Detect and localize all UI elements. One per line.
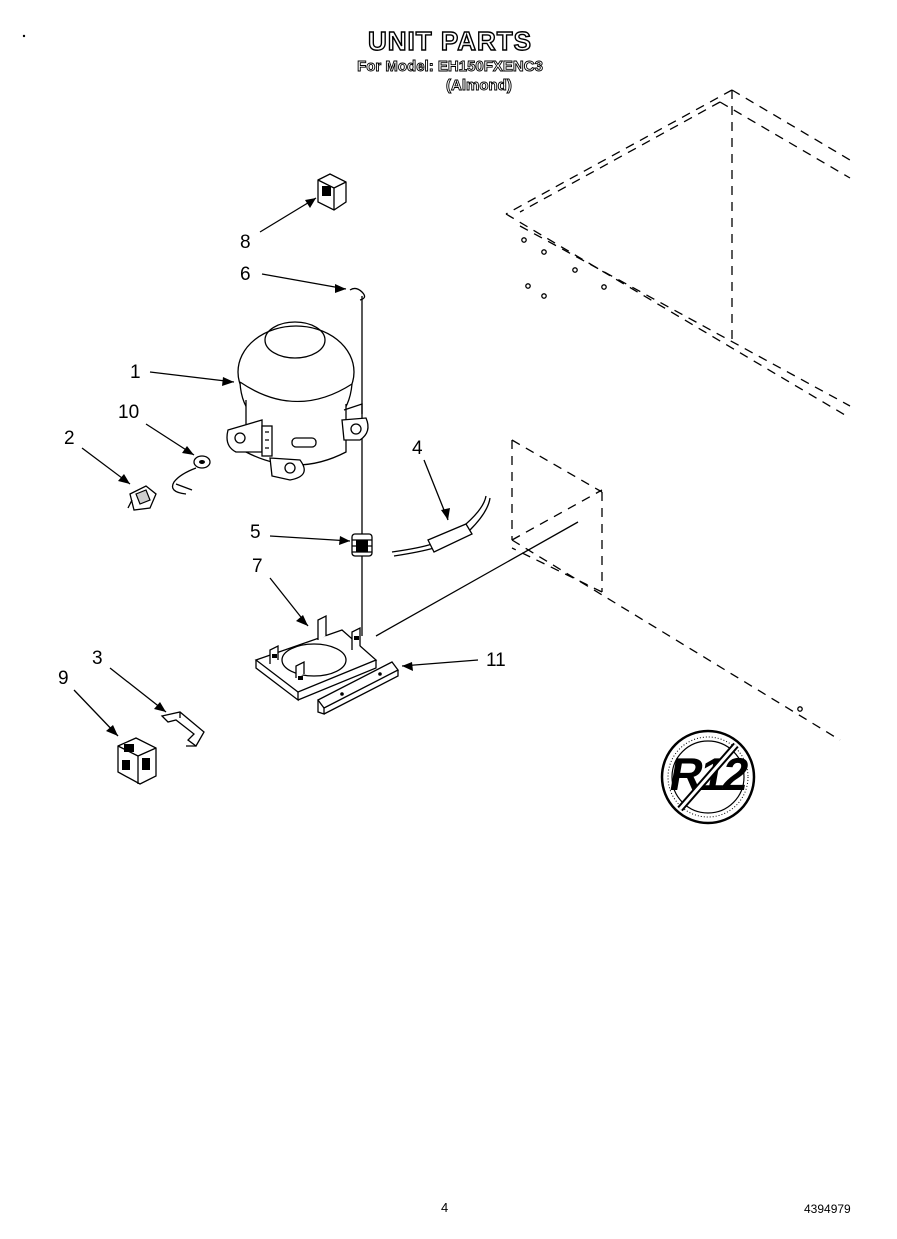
arrow-11: [402, 662, 413, 671]
part-9-relay-cover: [117, 737, 157, 785]
mount-hole: [541, 293, 547, 299]
arrow-4: [441, 508, 450, 520]
page-number: 4: [441, 1200, 449, 1215]
part-4-drier: [391, 495, 491, 557]
arrow-2: [118, 474, 130, 484]
leader-1: [149, 371, 235, 383]
callout-2: 2: [64, 428, 75, 449]
mount-hole: [525, 283, 531, 289]
arrow-5: [339, 536, 350, 545]
leader-3: [109, 667, 167, 713]
part-7-base-plate: [254, 614, 378, 702]
part-11-rail: [317, 661, 399, 715]
leader-8: [259, 197, 317, 233]
part-6-clip: [349, 287, 366, 301]
arrow-3: [154, 702, 166, 712]
r12-label: R12: [665, 748, 751, 800]
arrow-10: [182, 446, 194, 455]
part-10-terminal: [171, 455, 211, 495]
document-number: 4394979: [804, 1202, 851, 1216]
mount-hole: [521, 237, 527, 243]
arrow-9: [106, 725, 118, 736]
callout-3: 3: [92, 648, 103, 669]
mount-hole: [797, 706, 803, 712]
callout-9: 9: [58, 668, 69, 689]
scan-speck: [22, 34, 26, 38]
leader-6: [261, 273, 347, 290]
callout-4: 4: [412, 438, 423, 459]
callout-7: 7: [252, 556, 263, 577]
leader-5: [269, 535, 351, 542]
mount-hole: [572, 267, 578, 273]
callout-6: 6: [240, 264, 251, 285]
part-1-compressor: [226, 321, 369, 481]
callout-8: 8: [240, 232, 251, 253]
arrow-1: [222, 377, 234, 386]
part-5-grommet: [351, 533, 373, 557]
color-line: (Almond): [446, 77, 513, 95]
page-title: UNIT PARTS: [367, 25, 533, 56]
part-8-relay: [317, 173, 347, 211]
callout-11: 11: [486, 650, 506, 671]
part-3-bracket: [160, 711, 205, 747]
callout-5: 5: [250, 522, 261, 543]
mount-hole: [541, 249, 547, 255]
connector-line: [375, 521, 579, 637]
mount-hole: [601, 284, 607, 290]
arrow-7: [296, 615, 308, 626]
callout-1: 1: [130, 362, 141, 383]
cabinet-outline: [505, 89, 851, 741]
part-2-clip: [127, 485, 157, 511]
arrow-8: [305, 198, 316, 208]
arrow-6: [335, 284, 346, 293]
model-line: For Model: EH150FXENC3: [357, 58, 544, 76]
leader-11: [401, 659, 479, 667]
callout-10: 10: [118, 402, 140, 423]
